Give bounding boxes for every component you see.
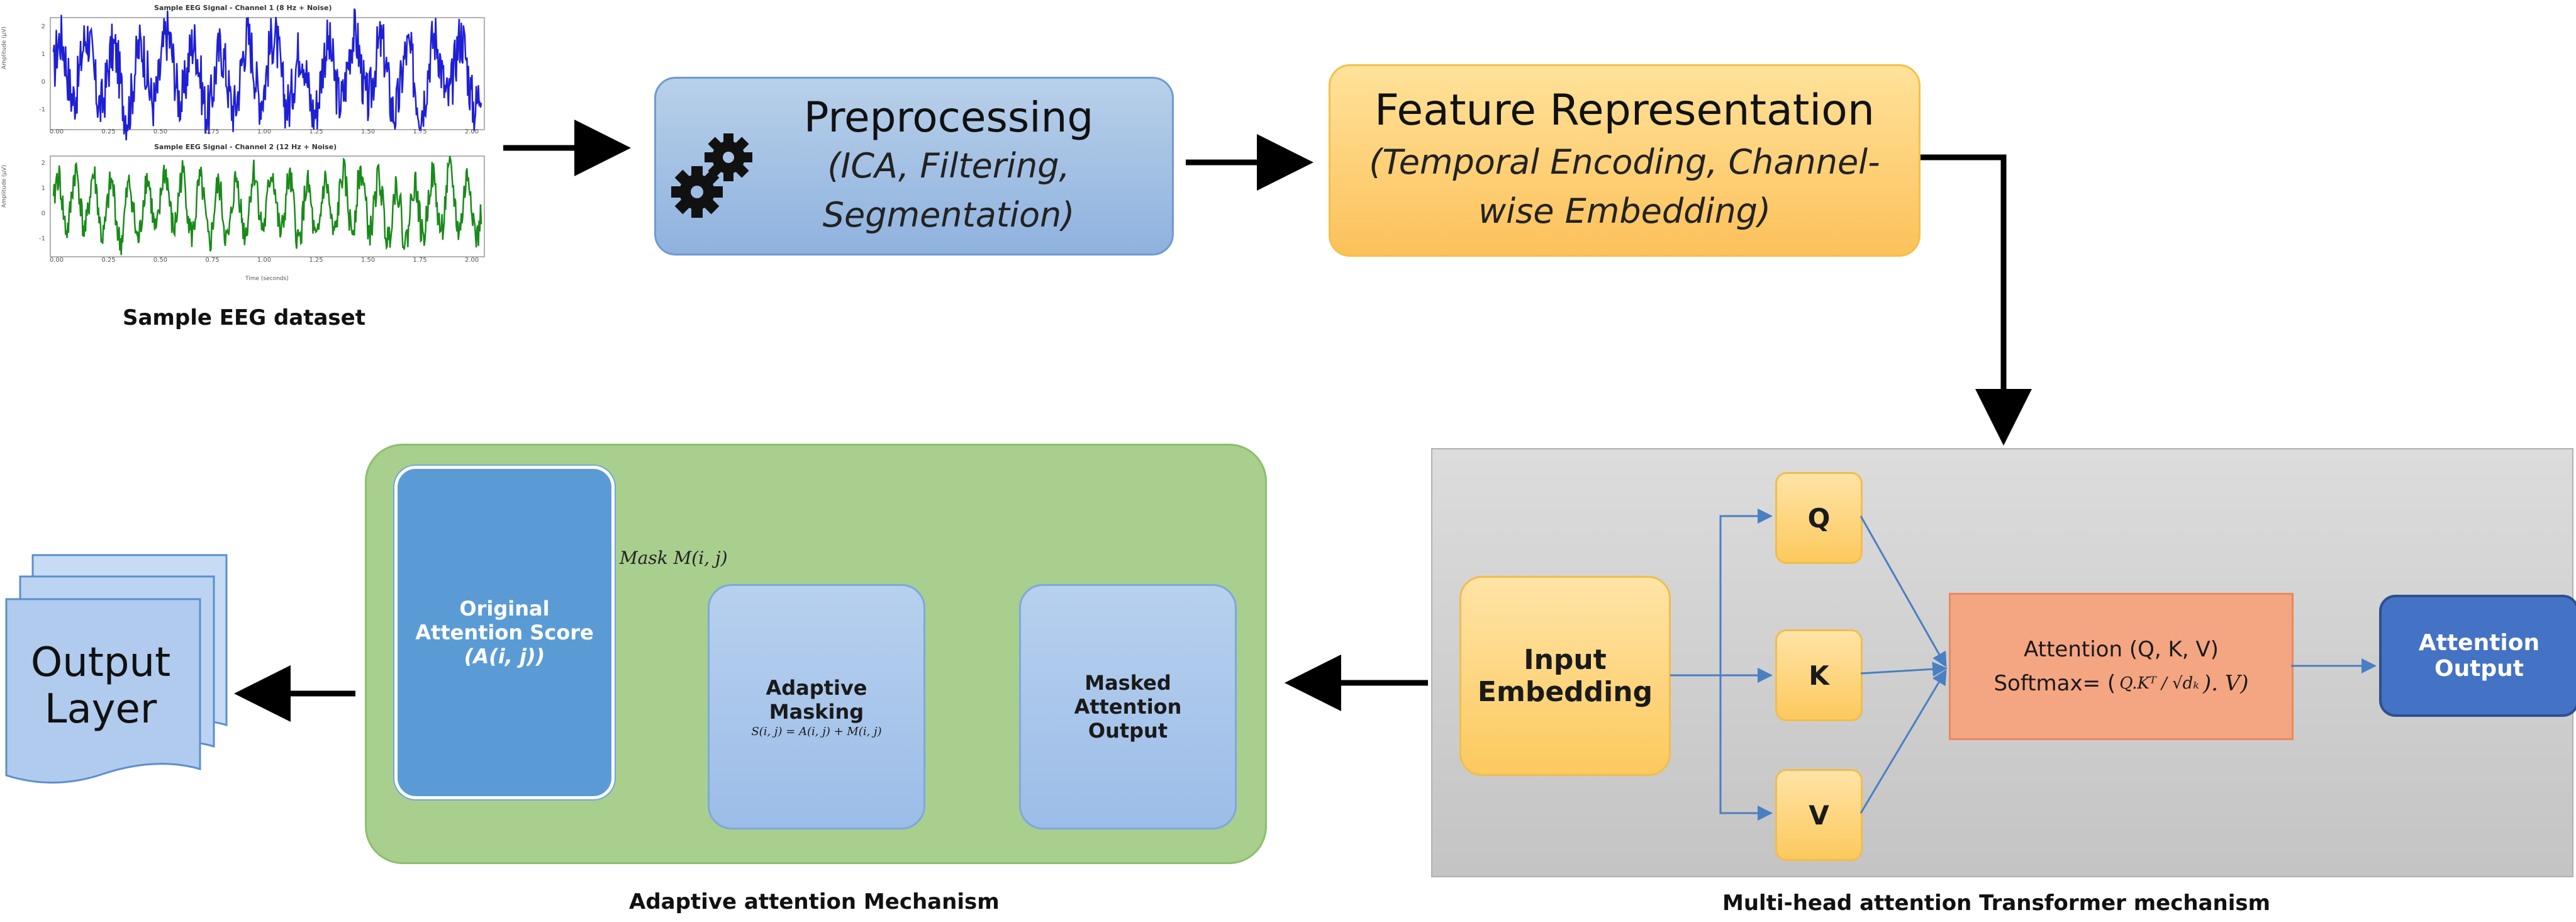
eeg-ytick-label: 1 — [42, 185, 45, 192]
eeg-channel2-title: Sample EEG Signal - Channel 2 (12 Hz + N… — [154, 143, 337, 151]
eeg-xtick-label: 1.25 — [309, 128, 323, 135]
adaptive-masking-box: Adaptive Masking S(i, j) = A(i, j) + M(i… — [708, 584, 925, 829]
masked-line3: Output — [1088, 719, 1168, 743]
arrow-feature-to-transformer — [1915, 154, 2032, 446]
transformer-caption: Multi-head attention Transformer mechani… — [1722, 891, 2271, 916]
eeg-xtick-label: 0.25 — [101, 128, 115, 135]
masking-formula: S(i, j) = A(i, j) + M(i, j) — [751, 724, 882, 738]
eeg-xtick-label: 0.75 — [205, 128, 219, 135]
eeg-xtick-label: 2.00 — [465, 257, 479, 264]
connector-embedding-to-q — [1670, 509, 1773, 677]
eeg-ytick-label: 1 — [42, 51, 45, 58]
masking-line1: Adaptive — [766, 675, 867, 700]
eeg-xtick-label: 1.00 — [257, 128, 271, 135]
eeg-ytick-label: 0 — [42, 79, 45, 86]
eeg-xtick-label: 1.50 — [361, 257, 375, 264]
eeg-channel2-line — [52, 155, 482, 256]
eeg-channel1-title: Sample EEG Signal - Channel 1 (8 Hz + No… — [154, 4, 332, 12]
mask-label: Mask M(i, j) — [620, 548, 728, 568]
eeg-ytick-label: -1 — [39, 106, 45, 113]
output-layer-line2: Layer — [44, 686, 157, 733]
input-embedding-line1: Input — [1524, 644, 1607, 676]
feature-representation-box: Feature Representation (Temporal Encodin… — [1329, 64, 1921, 257]
eeg-ytick-label: 2 — [42, 160, 45, 167]
output-layer-icon — [5, 554, 228, 784]
eeg-caption: Sample EEG dataset — [123, 305, 365, 330]
original-line3: (A(i, j)) — [464, 644, 545, 668]
eeg-channel2-axes — [50, 155, 485, 257]
eeg-xtick-label: 1.75 — [413, 257, 427, 264]
eeg-xtick-label: 1.50 — [361, 128, 375, 135]
q-label: Q — [1807, 502, 1831, 534]
feature-subtitle-line2: wise Embedding) — [1478, 191, 1771, 231]
eeg-channel1-line — [52, 8, 482, 141]
softmax-tail: ). V) — [2202, 671, 2249, 696]
eeg-xtick-label: 0.75 — [205, 257, 219, 264]
preprocessing-title: Preprocessing — [803, 93, 1094, 142]
attention-output-line2: Output — [2434, 656, 2524, 682]
connector-v-to-attention — [1860, 669, 1947, 814]
softmax-formula: Softmax= ( Q.Kᵀ / √dₖ ). V) — [1993, 671, 2248, 696]
attention-output-box: Attention Output — [2379, 595, 2576, 717]
eeg-ytick-label: 0 — [42, 210, 45, 217]
preprocessing-subtitle-line2: Segmentation) — [822, 194, 1075, 235]
eeg-xtick-label: 0.00 — [50, 257, 64, 264]
input-embedding-box: Input Embedding — [1459, 576, 1671, 776]
masked-line1: Masked — [1084, 671, 1171, 695]
eeg-xtick-label: 1.75 — [413, 128, 427, 135]
k-label: K — [1809, 660, 1829, 691]
q-box: Q — [1775, 472, 1863, 564]
original-attention-box: Original Attention Score (A(i, j)) — [394, 466, 615, 799]
original-line2: Attention Score — [415, 621, 594, 644]
masking-line2: Masking — [769, 699, 864, 724]
eeg-xtick-label: 1.00 — [257, 257, 271, 264]
eeg-ytick-label: -1 — [39, 235, 45, 242]
connector-k-to-attention — [1860, 661, 1948, 677]
masked-line2: Attention — [1074, 695, 1182, 719]
eeg-xlabel: Time (seconds) — [245, 276, 289, 282]
gears-icon — [671, 133, 752, 218]
v-label: V — [1809, 799, 1829, 831]
eeg-ytick-label: 2 — [42, 23, 45, 30]
eeg-dataset-figure: 0.00 0.00 0.25 0.25 0.50 0.50 0.75 0.75 1.00 1.00… — [1, 0, 491, 290]
output-layer-label: Output Layer — [6, 623, 195, 749]
original-line1: Original — [459, 597, 550, 621]
attention-output-line1: Attention — [2418, 630, 2540, 656]
input-embedding-line2: Embedding — [1477, 676, 1653, 708]
feature-subtitle-line1: (Temporal Encoding, Channel- — [1369, 142, 1880, 182]
softmax-label: Softmax= ( — [1993, 671, 2116, 696]
softmax-fraction: Q.Kᵀ / √dₖ — [2119, 674, 2199, 693]
eeg-xtick-label: 0.00 — [50, 128, 64, 135]
connector-q-to-attention — [1860, 515, 1947, 668]
feature-title: Feature Representation — [1374, 85, 1875, 135]
eeg-channel1-axes — [50, 8, 485, 141]
eeg-xtick-label: 0.25 — [101, 257, 115, 264]
preprocessing-subtitle-line1: (ICA, Filtering, — [827, 145, 1070, 186]
eeg-xtick-label: 1.25 — [309, 257, 323, 264]
v-box: V — [1775, 769, 1863, 861]
attention-formula-box: Attention (Q, K, V) Softmax= ( Q.Kᵀ / √d… — [1949, 593, 2294, 740]
attention-label: Attention (Q, K, V) — [2024, 637, 2219, 662]
eeg-xtick-label: 2.00 — [465, 128, 479, 135]
masked-attention-box: Masked Attention Output — [1019, 584, 1237, 829]
output-layer-line1: Output — [30, 639, 171, 686]
k-box: K — [1775, 629, 1863, 721]
preprocessing-box: Preprocessing (ICA, Filtering, Segmentat… — [654, 77, 1174, 256]
adaptive-caption: Adaptive attention Mechanism — [629, 889, 1000, 914]
eeg-xtick-label: 0.50 — [153, 128, 167, 135]
eeg-plots-svg: 0.00 0.00 0.25 0.25 0.50 0.50 0.75 0.75 1.00 1.00… — [39, 8, 485, 264]
eeg-xtick-label: 0.50 — [153, 257, 167, 264]
connector-embedding-to-v — [1719, 675, 1773, 821]
